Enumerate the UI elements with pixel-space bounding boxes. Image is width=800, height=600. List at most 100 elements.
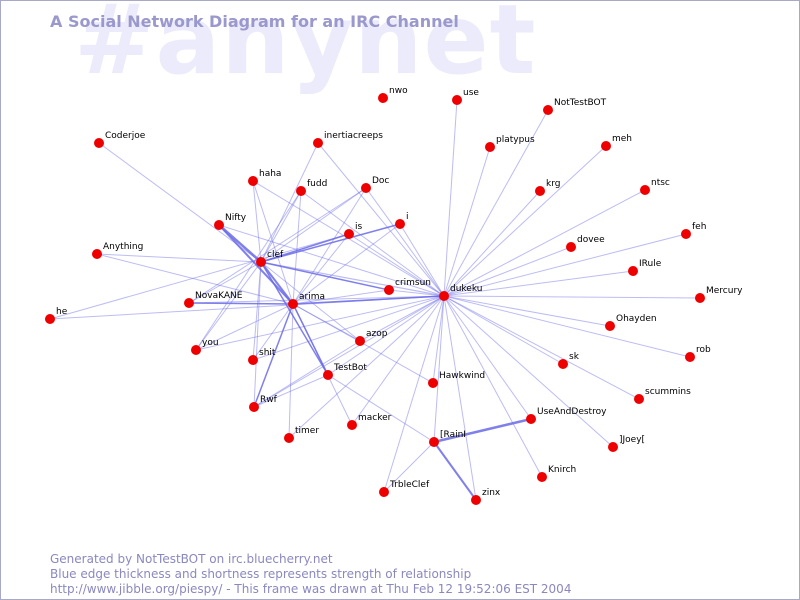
node-JoeyJ[interactable]: ]Joey[ <box>608 435 645 452</box>
node-label: krg <box>546 179 560 189</box>
node-IRainI[interactable]: [RainI <box>429 430 466 447</box>
node-macker[interactable]: macker <box>347 413 392 430</box>
node-azop[interactable]: azop <box>355 329 388 346</box>
node-Doc[interactable]: Doc <box>361 176 389 193</box>
node-marker <box>344 229 354 239</box>
node-TestBot[interactable]: TestBot <box>323 363 367 380</box>
node-label: Mercury <box>706 286 743 296</box>
node-label: NovaKANE <box>195 291 243 301</box>
node-label: azop <box>366 329 388 339</box>
edge-azop-Rwf <box>253 340 361 408</box>
node-marker <box>296 186 306 196</box>
node-marker <box>439 291 449 301</box>
edge-dukeku-Ohayden <box>443 295 611 327</box>
node-NotTestBOT[interactable]: NotTestBOT <box>543 98 607 115</box>
edge-IRainI-UseAndDestroy <box>433 417 532 444</box>
edge-arima-azop <box>292 303 361 342</box>
edge-dukeku-JoeyJ <box>443 295 614 448</box>
node-sk[interactable]: sk <box>558 352 580 369</box>
node-feh[interactable]: feh <box>681 222 706 239</box>
node-he[interactable]: he <box>45 307 68 324</box>
node-ntsc[interactable]: ntsc <box>640 178 670 195</box>
node-marker <box>608 442 618 452</box>
node-use[interactable]: use <box>452 88 479 105</box>
node-shit[interactable]: shit <box>248 348 276 365</box>
node-fudd[interactable]: fudd <box>296 179 327 196</box>
node-krg[interactable]: krg <box>535 179 560 196</box>
node-crimsun[interactable]: crimsun <box>384 278 431 295</box>
node-timer[interactable]: timer <box>284 426 319 443</box>
edge-dukeku-sk <box>443 295 564 365</box>
node-marker <box>695 293 705 303</box>
edge-dukeku-NovaKANE <box>188 295 445 304</box>
node-dovee[interactable]: dovee <box>566 235 605 252</box>
node-Mercury[interactable]: Mercury <box>695 286 743 303</box>
node-Hawkwind[interactable]: Hawkwind <box>428 371 485 388</box>
node-Coderjoe[interactable]: Coderjoe <box>94 131 146 148</box>
node-i[interactable]: i <box>395 212 409 229</box>
node-label: shit <box>259 348 276 358</box>
edges-layer <box>49 99 701 501</box>
node-marker <box>681 229 691 239</box>
node-UseAndDestroy[interactable]: UseAndDestroy <box>526 407 607 424</box>
edge-dukeku-platypus <box>443 146 491 297</box>
edge-Doc-NovaKANE <box>188 187 367 304</box>
edge-arima-fudd <box>292 190 302 305</box>
node-Knirch[interactable]: Knirch <box>537 465 576 482</box>
edge-clef-Doc <box>260 187 367 263</box>
node-Rwf[interactable]: Rwf <box>249 395 278 412</box>
edge-clef-you <box>195 261 262 351</box>
node-inertiacreeps[interactable]: inertiacreeps <box>313 131 383 148</box>
edge-dukeku-rob <box>443 295 691 358</box>
node-label: NotTestBOT <box>554 98 607 108</box>
edge-arima-Nifty <box>218 224 294 305</box>
node-IRule[interactable]: IRule <box>628 259 662 276</box>
edge-dukeku-IRule <box>443 270 634 297</box>
edge-dukeku-Hawkwind <box>432 295 445 384</box>
node-you[interactable]: you <box>191 338 219 355</box>
node-is[interactable]: is <box>344 222 363 239</box>
node-Anything[interactable]: Anything <box>92 242 143 259</box>
node-dukeku[interactable]: dukeku <box>439 284 482 301</box>
node-label: dukeku <box>450 284 482 294</box>
node-marker <box>284 433 294 443</box>
node-label: Anything <box>103 242 143 252</box>
edge-dukeku-zinx <box>443 295 477 501</box>
node-marker <box>248 355 258 365</box>
node-label: feh <box>692 222 706 232</box>
node-haha[interactable]: haha <box>248 169 281 186</box>
edge-dukeku-macker <box>351 295 445 426</box>
node-marker <box>379 487 389 497</box>
edge-dukeku-azop <box>359 295 445 342</box>
edge-arima-haha <box>252 180 294 305</box>
edge-arima-i <box>292 223 401 305</box>
node-marker <box>537 472 547 482</box>
edge-he-is <box>49 233 350 320</box>
edge-clef-inertiacreeps <box>260 142 319 263</box>
node-label: scummins <box>645 387 691 397</box>
node-platypus[interactable]: platypus <box>485 135 535 152</box>
node-label: IRule <box>639 259 662 269</box>
node-Nifty[interactable]: Nifty <box>214 213 247 230</box>
edge-dukeku-you <box>195 295 445 351</box>
node-label: he <box>56 307 68 317</box>
node-TrbleClef[interactable]: TrbleClef <box>379 480 430 497</box>
edge-arima-is <box>292 233 350 305</box>
node-scummins[interactable]: scummins <box>634 387 691 404</box>
node-rob[interactable]: rob <box>685 345 711 362</box>
node-NovaKANE[interactable]: NovaKANE <box>184 291 243 308</box>
node-nwo[interactable]: nwo <box>378 86 408 103</box>
node-clef[interactable]: clef <box>256 250 284 267</box>
node-marker <box>256 257 266 267</box>
node-meh[interactable]: meh <box>601 134 632 151</box>
node-arima[interactable]: arima <box>288 292 325 309</box>
node-marker <box>323 370 333 380</box>
node-marker <box>378 93 388 103</box>
node-label: zinx <box>482 488 501 498</box>
node-label: Hawkwind <box>439 371 485 381</box>
node-marker <box>640 185 650 195</box>
node-Ohayden[interactable]: Ohayden <box>605 314 657 331</box>
edge-dukeku-use <box>443 99 458 297</box>
edge-dukeku-arima <box>292 295 445 305</box>
node-zinx[interactable]: zinx <box>471 488 501 505</box>
